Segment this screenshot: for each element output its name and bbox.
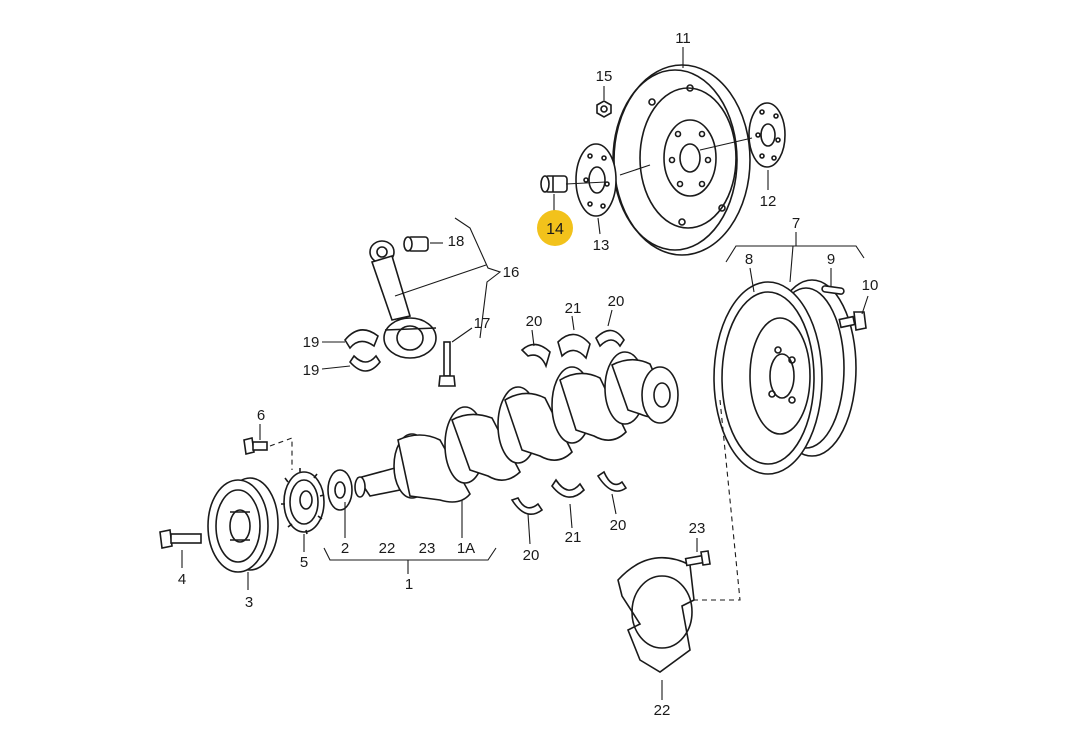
callout-6[interactable]: 6 (257, 407, 265, 424)
callout-5[interactable]: 5 (300, 554, 308, 571)
callout-23-top[interactable]: 23 (419, 540, 436, 557)
bearing-shell-part-21-lower (551, 478, 586, 498)
callout-3[interactable]: 3 (245, 594, 253, 611)
cover-plate-part-22 (617, 557, 695, 673)
crankshaft-part-1A (354, 351, 679, 503)
thrust-washer-part-2 (327, 469, 353, 511)
callout-19-lower[interactable]: 19 (303, 362, 320, 379)
callout-9[interactable]: 9 (827, 251, 835, 268)
callout-1A[interactable]: 1A (457, 540, 475, 557)
callout-17[interactable]: 17 (474, 315, 491, 332)
callout-21-upper[interactable]: 21 (565, 300, 582, 317)
pin-part-9 (821, 285, 845, 295)
callout-22-bottom[interactable]: 22 (654, 702, 671, 719)
flywheel-part-11 (612, 64, 751, 256)
callout-10[interactable]: 10 (862, 277, 879, 294)
plate-part-13 (575, 143, 617, 217)
callout-15[interactable]: 15 (596, 68, 613, 85)
bearing-shell-part-20-upper-left (520, 343, 551, 369)
bearing-shell-part-19 (344, 329, 381, 372)
callout-8[interactable]: 8 (745, 251, 753, 268)
nut-part-15 (596, 100, 612, 118)
callout-12[interactable]: 12 (760, 193, 777, 210)
bearing-shell-part-20-lower-right (596, 470, 628, 492)
bearing-shell-part-21-upper (557, 333, 591, 360)
dual-mass-flywheel-part-7 (713, 279, 857, 475)
callout-11[interactable]: 11 (675, 30, 691, 47)
bolt-part-4 (159, 529, 202, 549)
callout-4[interactable]: 4 (178, 571, 186, 588)
callout-14-highlighted[interactable]: 14 (537, 210, 573, 246)
bolt-part-23 (684, 550, 711, 567)
callout-2[interactable]: 2 (341, 540, 349, 557)
callout-20-lower-left[interactable]: 20 (523, 547, 540, 564)
callout-23-bottom[interactable]: 23 (689, 520, 706, 537)
pulley-part-3 (207, 477, 279, 573)
callout-22-top[interactable]: 22 (379, 540, 396, 557)
callout-1[interactable]: 1 (405, 576, 413, 593)
bushing-part-14 (540, 175, 568, 193)
plate-part-12 (748, 102, 786, 168)
bearing-shell-part-20-upper-right (595, 329, 625, 348)
callout-7[interactable]: 7 (792, 215, 800, 232)
callout-14[interactable]: 14 (546, 221, 564, 238)
callout-20-upper-right[interactable]: 20 (608, 293, 625, 310)
callout-21-lower[interactable]: 21 (565, 529, 582, 546)
highlight-marker (537, 210, 573, 246)
bearing-shell-part-20-lower-left (510, 497, 544, 516)
callout-13[interactable]: 13 (593, 237, 610, 254)
callout-20-lower-right[interactable]: 20 (610, 517, 627, 534)
timing-gear-part-5 (281, 468, 325, 535)
bushing-part-18 (403, 236, 429, 252)
bolt-part-6 (243, 437, 268, 455)
bolt-part-17 (438, 341, 456, 387)
callout-18[interactable]: 18 (448, 233, 465, 250)
bolt-part-10 (838, 311, 867, 331)
callout-16[interactable]: 16 (503, 264, 520, 281)
callout-19-upper[interactable]: 19 (303, 334, 320, 351)
callout-20-upper-left[interactable]: 20 (526, 313, 543, 330)
connecting-rod-part-16 (369, 240, 437, 359)
